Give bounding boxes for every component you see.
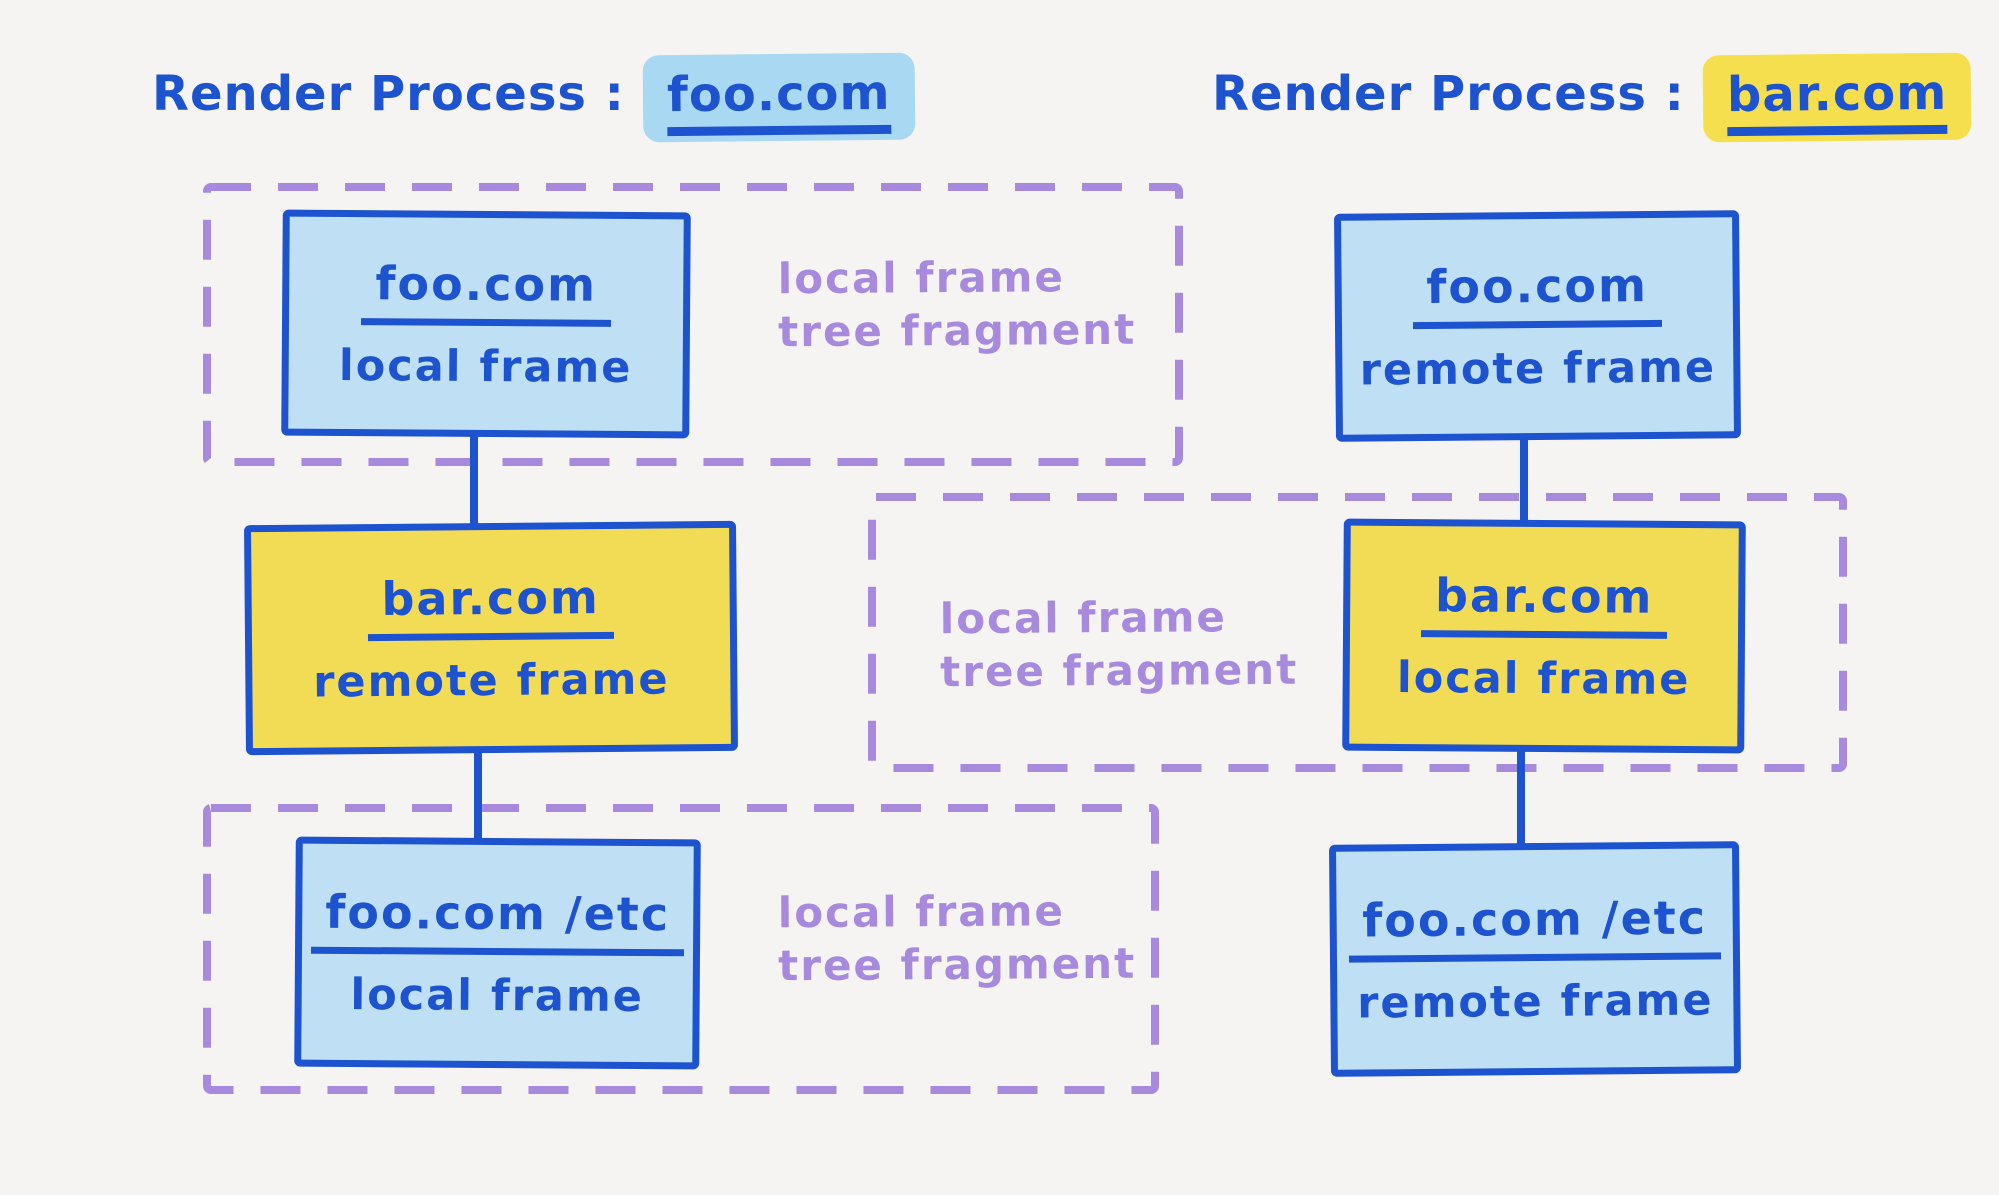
node-type-label: local frame xyxy=(350,969,645,1022)
title-prefix: Render Process : xyxy=(152,66,625,122)
node-type-label: remote frame xyxy=(1359,341,1717,396)
title-domain-highlight-foo: foo.com xyxy=(642,52,915,143)
fragment-label-line: local frame xyxy=(777,252,1066,304)
render-process-title-bar: Render Process : bar.com xyxy=(1212,52,1972,143)
node-left-foo-local-frame: foo.com local frame xyxy=(281,209,691,439)
node-domain: bar.com xyxy=(367,569,615,641)
fragment-boundary-left-top xyxy=(203,183,1183,466)
title-prefix: Render Process : xyxy=(1212,66,1685,122)
node-domain: foo.com /etc xyxy=(1348,889,1722,963)
fragment-boundary-right-middle xyxy=(868,493,1847,772)
node-domain: foo.com xyxy=(1412,257,1663,329)
node-type-label: remote frame xyxy=(313,653,670,708)
node-type-label: remote frame xyxy=(1357,974,1714,1029)
fragment-label-line: tree fragment xyxy=(778,938,1137,990)
fragment-label-line: tree fragment xyxy=(778,304,1137,356)
node-domain: foo.com xyxy=(361,255,612,327)
node-type-label: local frame xyxy=(338,340,633,393)
title-domain-highlight-bar: bar.com xyxy=(1702,52,1972,143)
node-left-foo-etc-local-frame: foo.com /etc local frame xyxy=(294,836,701,1070)
fragment-label-line: local frame xyxy=(939,592,1228,644)
fragment-label-left-bottom: local frame tree fragment xyxy=(778,885,1137,992)
title-domain-foo: foo.com xyxy=(666,64,891,137)
fragment-label-right-middle: local frame tree fragment xyxy=(940,591,1299,698)
node-type-label: local frame xyxy=(1396,652,1691,705)
fragment-label-line: local frame xyxy=(777,886,1066,938)
node-right-foo-etc-remote-frame: foo.com /etc remote frame xyxy=(1328,841,1742,1077)
node-left-bar-remote-frame: bar.com remote frame xyxy=(244,520,738,756)
fragment-label-line: tree fragment xyxy=(940,644,1299,696)
render-process-title-foo: Render Process : foo.com xyxy=(152,52,915,143)
node-right-bar-local-frame: bar.com local frame xyxy=(1342,518,1746,754)
node-domain: bar.com xyxy=(1420,567,1668,639)
fragment-boundary-left-bottom xyxy=(203,804,1159,1094)
node-domain: foo.com /etc xyxy=(311,884,685,956)
node-right-foo-remote-frame: foo.com remote frame xyxy=(1334,210,1741,442)
title-domain-bar: bar.com xyxy=(1726,64,1948,137)
fragment-label-left-top: local frame tree fragment xyxy=(778,251,1137,358)
